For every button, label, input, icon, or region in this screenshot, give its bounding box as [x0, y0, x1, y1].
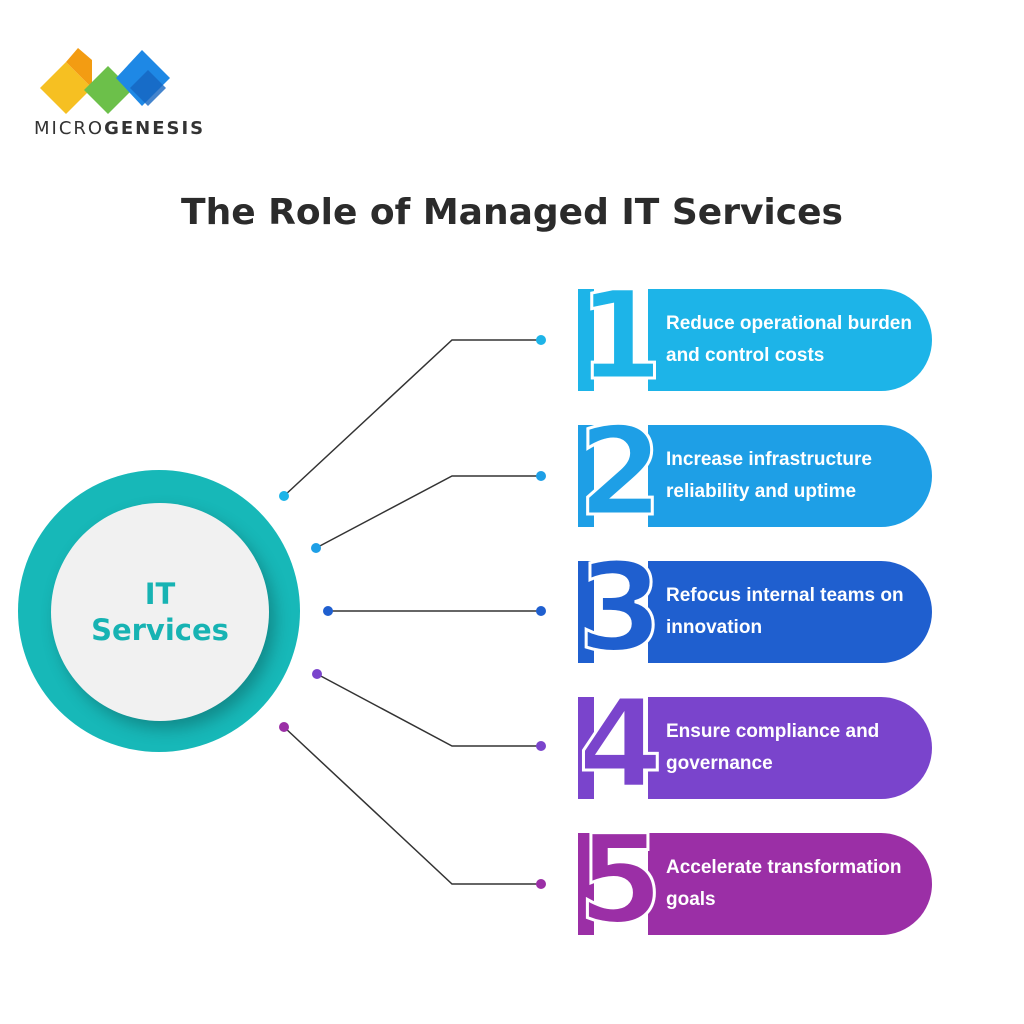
card-label-text: Ensure compliance and governance [666, 721, 880, 774]
connector-1-end-dot [536, 335, 546, 345]
card-pill [648, 425, 932, 527]
connector-1-start-dot [279, 491, 289, 501]
card-label: Refocus internal teams on innovation [666, 561, 926, 663]
card-number: 1 [577, 265, 665, 407]
connector-4-end-dot [536, 741, 546, 751]
connector-5 [283, 726, 541, 885]
hub-label-line1: IT [144, 577, 176, 611]
connector-2 [315, 475, 541, 549]
card-label: Ensure compliance and governance [666, 697, 926, 799]
card-label-text: Reduce operational burden and control co… [666, 313, 912, 366]
page-title: The Role of Managed IT Services [181, 192, 843, 233]
card-label: Increase infrastructure reliability and … [666, 425, 926, 527]
connector-2-start-dot [311, 543, 321, 553]
card-pill-edge [578, 561, 594, 663]
hub-circle: IT Services [51, 503, 269, 721]
service-card-4: 4 Ensure compliance and governance [577, 678, 932, 811]
connector-1 [283, 339, 541, 497]
card-pill-edge [578, 425, 594, 527]
service-card-2: 2 Increase infrastructure reliability an… [577, 406, 932, 539]
card-pill-edge [578, 697, 594, 799]
card-label: Reduce operational burden and control co… [666, 289, 926, 391]
card-pill [648, 289, 932, 391]
card-number: 5 [577, 809, 665, 951]
card-pill [648, 697, 932, 799]
logo-text-bold: GENESIS [104, 118, 206, 139]
card-number: 3 [577, 537, 665, 679]
hub-label-line2: Services [91, 613, 229, 647]
logo-diamond-dark-blue [130, 70, 166, 106]
connector-3-end-dot [536, 606, 546, 616]
service-card-1: 1 Reduce operational burden and control … [577, 270, 932, 403]
service-card-3: 3 Refocus internal teams on innovation [577, 542, 932, 675]
connector-5-start-dot [279, 722, 289, 732]
card-pill [648, 561, 932, 663]
card-pill-edge [578, 833, 594, 935]
connector-4-start-dot [312, 669, 322, 679]
connector-5-end-dot [536, 879, 546, 889]
card-number: 4 [577, 673, 665, 815]
service-card-5: 5 Accelerate transformation goals [577, 814, 932, 947]
logo-text-light: MICRO [34, 118, 105, 139]
card-label-text: Accelerate transformation goals [666, 857, 902, 910]
connector-3-start-dot [323, 606, 333, 616]
card-label: Accelerate transformation goals [666, 833, 926, 935]
connector-2-end-dot [536, 471, 546, 481]
card-label-text: Refocus internal teams on innovation [666, 585, 904, 638]
microgenesis-logo-icon [40, 48, 170, 114]
connector-4 [316, 673, 541, 747]
card-number: 2 [577, 401, 665, 543]
card-label-text: Increase infrastructure reliability and … [666, 449, 872, 502]
logo-diamond-orange [66, 48, 92, 88]
card-pill [648, 833, 932, 935]
card-pill-edge [578, 289, 594, 391]
logo-wordmark: MICROGENESIS [34, 118, 205, 139]
